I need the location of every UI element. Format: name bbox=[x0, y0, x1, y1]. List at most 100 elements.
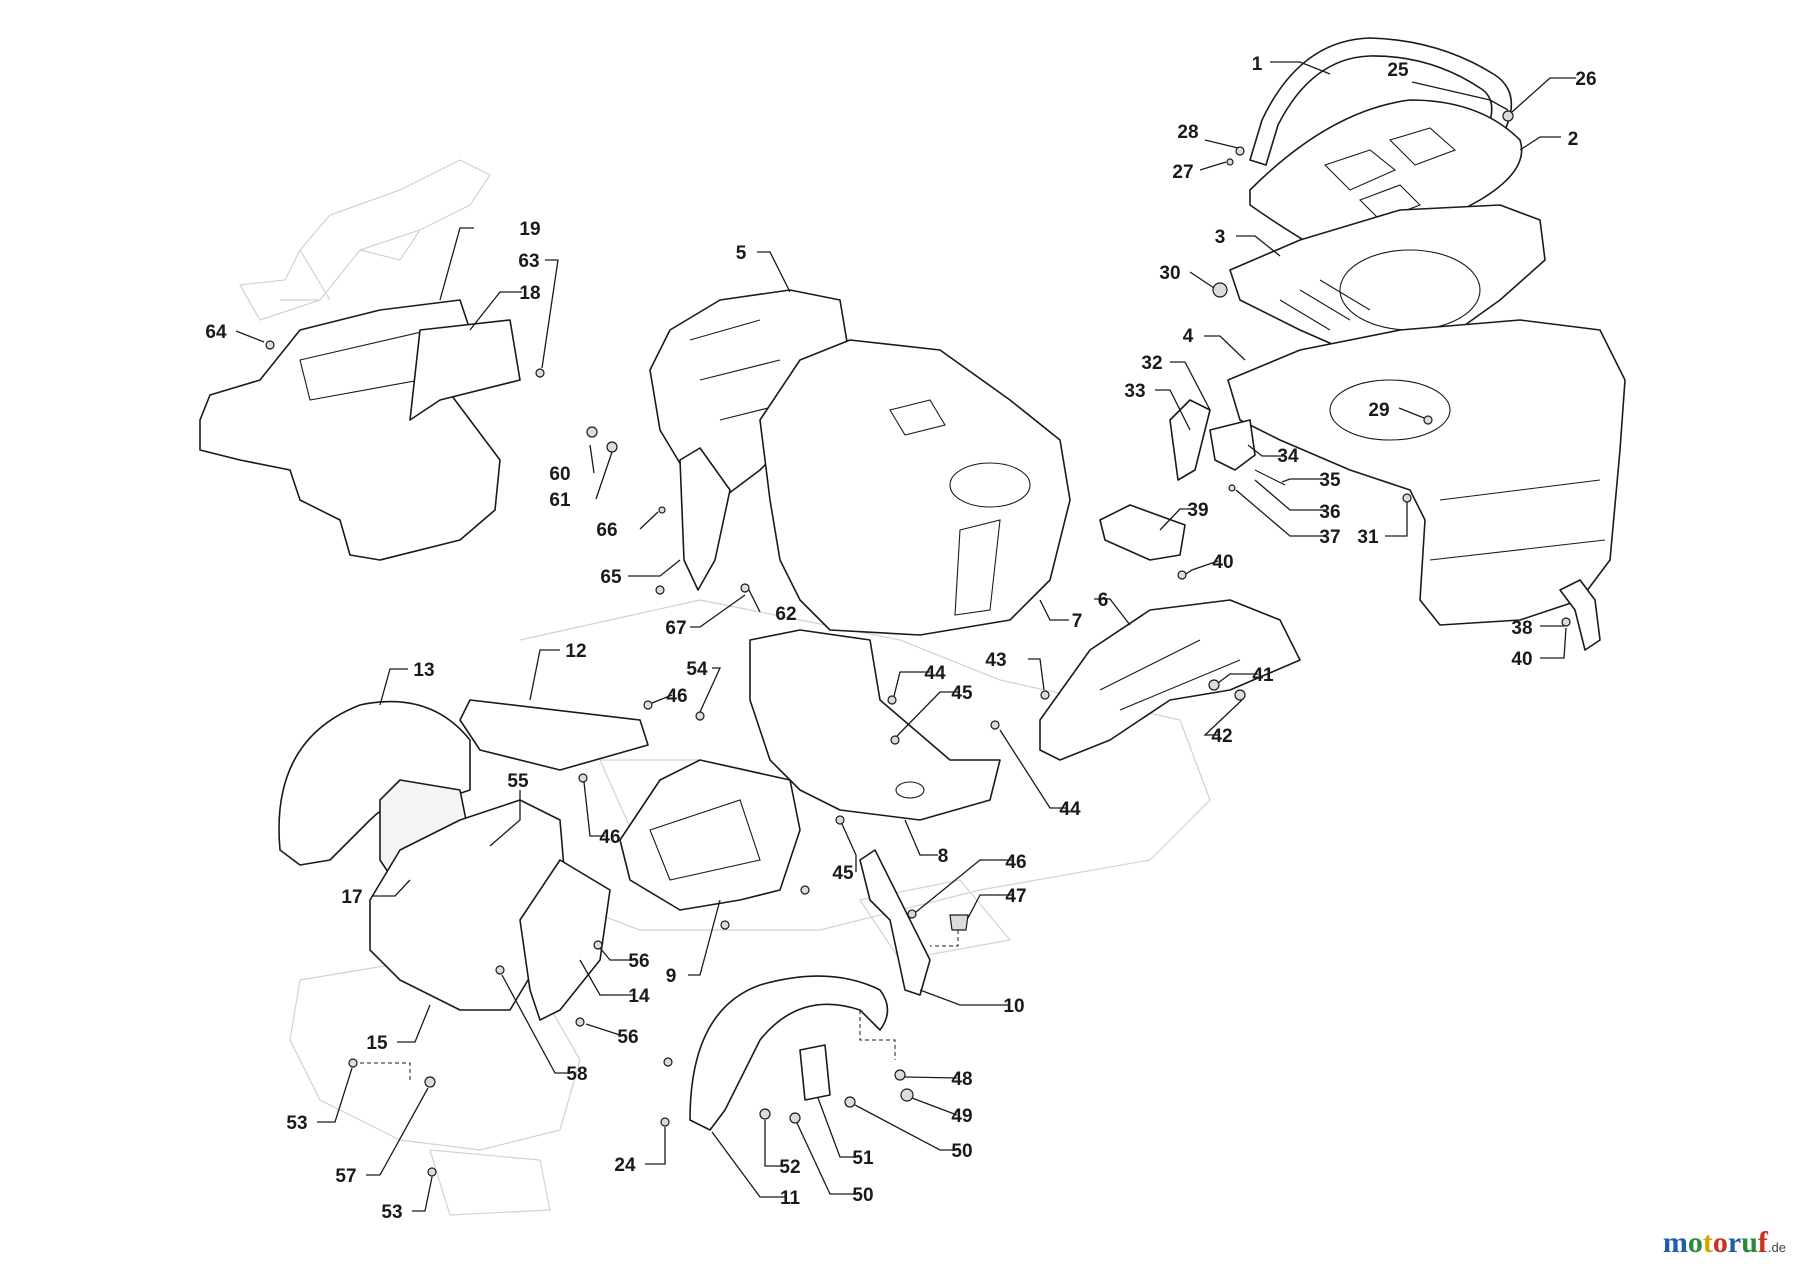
callout-1: 1 bbox=[1252, 54, 1263, 75]
part-65-panel bbox=[679, 447, 731, 591]
logo-letter: o bbox=[1712, 1226, 1728, 1259]
callout-65: 65 bbox=[600, 567, 622, 588]
callout-30: 30 bbox=[1159, 263, 1180, 284]
part-10-11-dash bbox=[859, 1010, 896, 1060]
callout-9: 9 bbox=[666, 966, 677, 987]
callout-32: 32 bbox=[1141, 353, 1162, 374]
callout-60: 60 bbox=[549, 464, 570, 485]
part-47-dash bbox=[930, 930, 959, 947]
callout-41: 41 bbox=[1252, 665, 1274, 686]
part-53-screw-b bbox=[427, 1167, 437, 1177]
part-44-nut-b bbox=[990, 720, 1000, 730]
part-24-nut-a bbox=[663, 1057, 673, 1067]
callout-66: 66 bbox=[596, 520, 617, 541]
part-46-screw-c bbox=[907, 909, 917, 919]
callout-67: 67 bbox=[665, 618, 686, 639]
brand-logo: motoruf.de bbox=[1663, 1226, 1786, 1260]
callout-13: 13 bbox=[413, 660, 434, 681]
part-39-plate bbox=[1099, 504, 1186, 561]
part-63-screw bbox=[535, 368, 545, 378]
part-58-screw bbox=[495, 965, 505, 975]
part-37-screw bbox=[1228, 484, 1236, 492]
part-9-screw-a bbox=[720, 920, 730, 930]
callout-64: 64 bbox=[205, 322, 227, 343]
logo-letter: r bbox=[1727, 1226, 1742, 1259]
callout-52: 52 bbox=[779, 1157, 800, 1178]
callout-40: 40 bbox=[1511, 649, 1532, 670]
callout-28: 28 bbox=[1177, 122, 1198, 143]
callout-43: 43 bbox=[985, 650, 1006, 671]
part-12-side-plate bbox=[459, 699, 649, 771]
part-8-center-panel bbox=[749, 629, 1001, 821]
callout-39: 39 bbox=[1187, 500, 1208, 521]
part-66-screw bbox=[658, 506, 666, 514]
part-11-rear-fender bbox=[689, 975, 889, 1131]
callout-19: 19 bbox=[519, 219, 540, 240]
part-53-screw-a bbox=[348, 1058, 358, 1068]
callout-8: 8 bbox=[938, 846, 949, 867]
callout-12: 12 bbox=[565, 641, 586, 662]
callout-62: 62 bbox=[775, 604, 796, 625]
callout-63: 63 bbox=[518, 251, 539, 272]
callout-14: 14 bbox=[628, 986, 650, 1007]
callout-48: 48 bbox=[951, 1069, 972, 1090]
part-30-knob bbox=[1212, 282, 1228, 298]
callout-10: 10 bbox=[1003, 996, 1024, 1017]
callout-45: 45 bbox=[832, 863, 854, 884]
part-60-screw bbox=[586, 426, 598, 438]
callout-38: 38 bbox=[1511, 618, 1532, 639]
logo-letter: f bbox=[1757, 1226, 1768, 1259]
logo-letter: t bbox=[1702, 1226, 1713, 1259]
part-56-screw-b bbox=[575, 1017, 585, 1027]
part-52-washer bbox=[759, 1108, 771, 1120]
part-51-bracket bbox=[799, 1044, 831, 1101]
callout-15: 15 bbox=[366, 1033, 388, 1054]
callout-57: 57 bbox=[335, 1166, 356, 1187]
part-9-screw-b bbox=[800, 885, 810, 895]
part-54-screw bbox=[695, 711, 705, 721]
part-62-screw bbox=[740, 583, 750, 593]
callout-56: 56 bbox=[628, 951, 649, 972]
part-42-screw bbox=[1234, 689, 1246, 701]
callout-26: 26 bbox=[1575, 69, 1596, 90]
callout-56: 56 bbox=[617, 1027, 638, 1048]
part-48-nut bbox=[894, 1069, 906, 1081]
callout-55: 55 bbox=[507, 771, 529, 792]
part-46-screw-b bbox=[578, 773, 588, 783]
part-32-33-bracket bbox=[1169, 399, 1256, 481]
part-61-washer bbox=[606, 441, 618, 453]
callout-40: 40 bbox=[1212, 552, 1233, 573]
callout-54: 54 bbox=[686, 659, 708, 680]
part-43-screw bbox=[1040, 690, 1050, 700]
part-50-screw-a bbox=[844, 1096, 856, 1108]
callout-6: 6 bbox=[1098, 590, 1109, 611]
callout-50: 50 bbox=[951, 1141, 972, 1162]
callout-58: 58 bbox=[566, 1064, 587, 1085]
part-10-side-strip bbox=[859, 849, 931, 996]
part-7-hood bbox=[759, 339, 1071, 636]
part-38-cover bbox=[1559, 579, 1601, 651]
callout-11: 11 bbox=[780, 1188, 801, 1209]
callout-7: 7 bbox=[1072, 611, 1083, 632]
part-57-nut bbox=[424, 1076, 436, 1088]
callout-2: 2 bbox=[1568, 129, 1579, 150]
part-4-rear-body bbox=[1227, 319, 1626, 626]
part-64-screw bbox=[265, 340, 275, 350]
callout-4: 4 bbox=[1183, 326, 1194, 347]
part-29-screw bbox=[1423, 415, 1433, 425]
callout-36: 36 bbox=[1319, 502, 1340, 523]
part-18-plate bbox=[409, 319, 521, 421]
callout-34: 34 bbox=[1277, 446, 1299, 467]
callout-29: 29 bbox=[1368, 400, 1389, 421]
callout-35: 35 bbox=[1319, 470, 1341, 491]
part-49-bush bbox=[900, 1088, 914, 1102]
callout-53: 53 bbox=[381, 1202, 402, 1223]
part-28-washer bbox=[1235, 146, 1245, 156]
callout-45: 45 bbox=[951, 683, 973, 704]
callout-24: 24 bbox=[614, 1155, 636, 1176]
logo-letter: u bbox=[1741, 1226, 1758, 1259]
callout-49: 49 bbox=[951, 1106, 972, 1127]
part-26-screw bbox=[1502, 110, 1514, 122]
callout-3: 3 bbox=[1215, 227, 1226, 248]
